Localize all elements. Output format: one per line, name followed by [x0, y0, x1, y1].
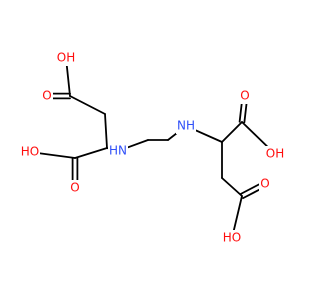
atom-label-o1: OH [57, 51, 75, 65]
atom-label-o3: HO [21, 145, 39, 159]
bond-C3-C4 [74, 147, 108, 159]
bond-C2-C3 [104, 113, 108, 149]
bond-C1-C2 [69, 95, 106, 115]
label-mask-O5 [239, 88, 251, 104]
label-mask-O4 [69, 180, 81, 196]
bond-C7-C8 [221, 121, 243, 143]
bonds [29, 57, 276, 239]
label-mask-O1 [56, 50, 76, 66]
bond-C9-C10 [221, 177, 243, 197]
atom-label-o4: O [70, 181, 79, 195]
atom-label-o7: O [260, 177, 269, 191]
label-mask-O7 [259, 176, 271, 192]
label-mask-O3 [20, 144, 40, 160]
label-mask-O8 [222, 230, 242, 246]
label-mask-O2 [41, 88, 53, 104]
atom-label-o8: HO [223, 231, 241, 245]
atom-label-n1: HN [109, 144, 127, 158]
atom-label-n2: NH [177, 119, 195, 133]
atom-label-o6: OH [266, 147, 284, 161]
label-mask-N1 [108, 143, 128, 159]
atom-label-o2: O [42, 89, 51, 103]
label-mask-N2 [176, 118, 196, 134]
label-mask-O6 [265, 146, 285, 162]
atom-label-o5: O [240, 89, 249, 103]
